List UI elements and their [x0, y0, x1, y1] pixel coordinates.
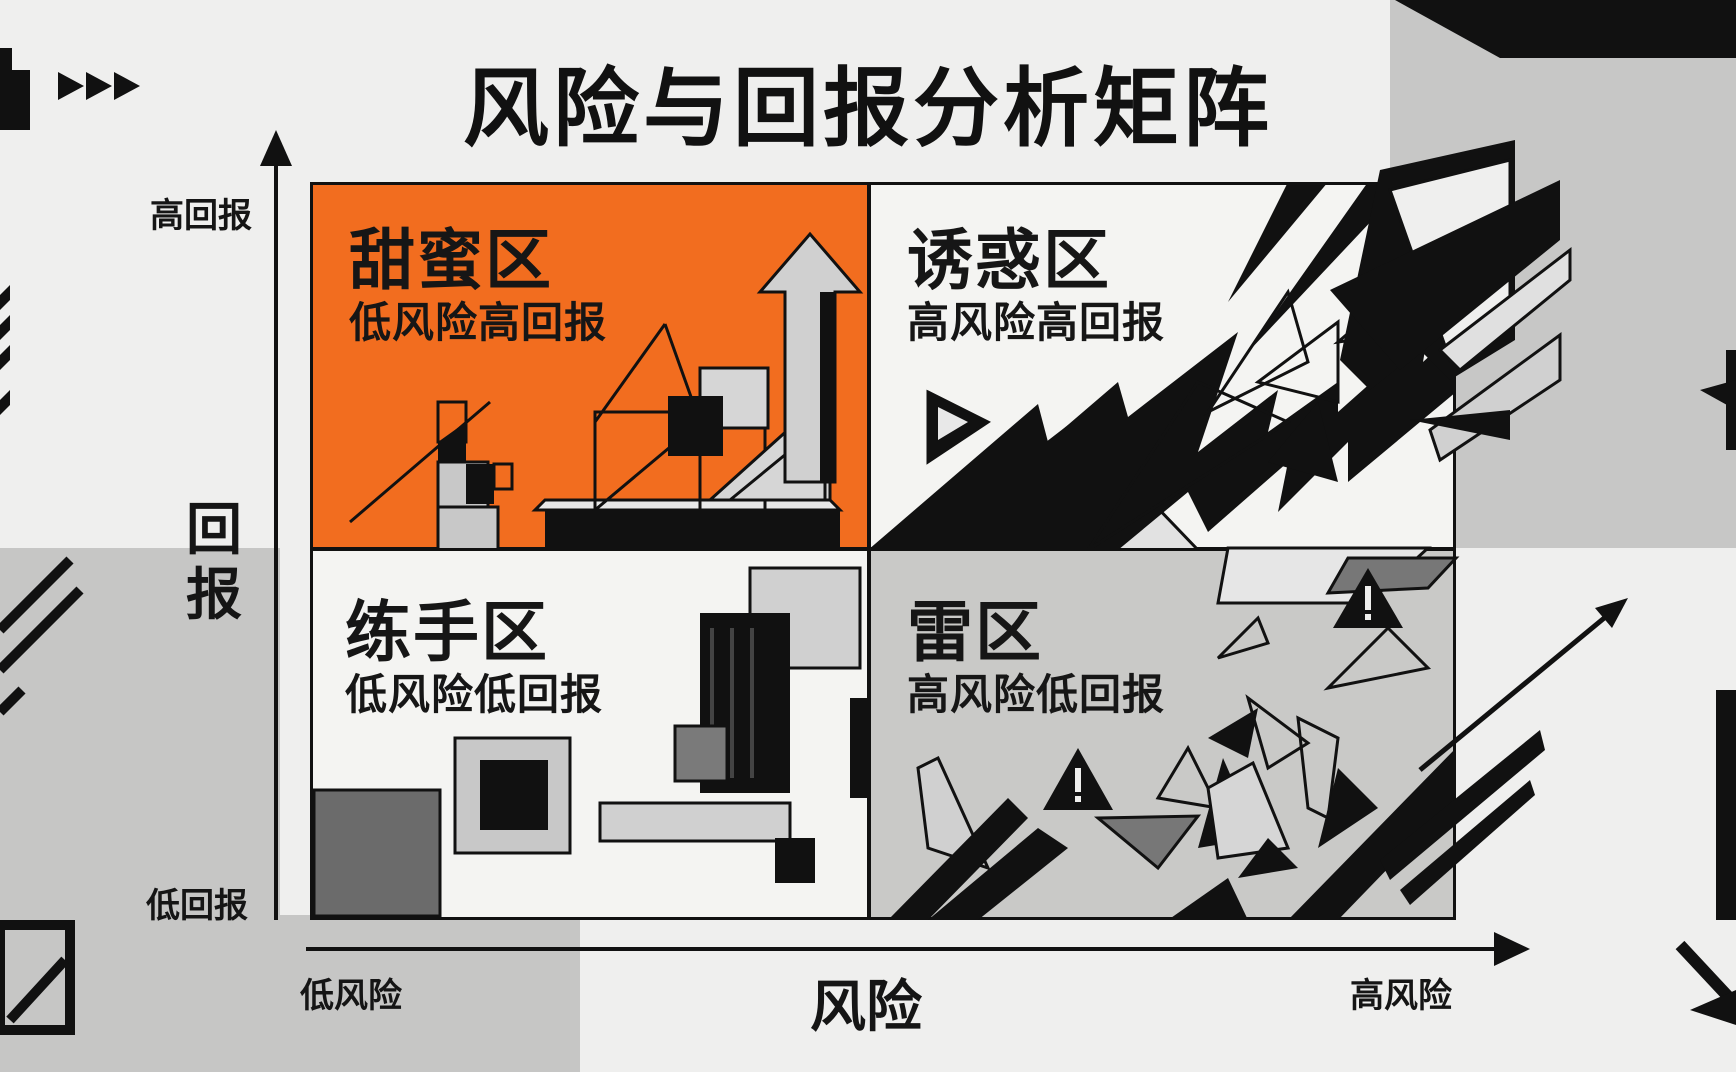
- warning-icon: [1043, 748, 1113, 810]
- practice-zone-subtitle: 低风险低回报: [345, 670, 604, 719]
- y-axis-top-label: 高回报: [150, 196, 252, 236]
- arrow-up-icon: [260, 130, 292, 166]
- minefield-zone-illustration: [888, 546, 1460, 920]
- arrow-up-icon: [1595, 598, 1628, 628]
- temptation-zone-title: 诱惑区: [907, 222, 1111, 299]
- quadrant-sweet-zone: 甜蜜区 低风险高回报: [310, 182, 870, 552]
- warning-icon: [1333, 568, 1403, 628]
- page-title: 风险与回报分析矩阵: [463, 59, 1273, 159]
- y-axis-title-1: 回: [186, 498, 242, 563]
- temptation-zone-illustration: [868, 182, 1456, 552]
- quadrant-practice-zone: 练手区 低风险低回报: [310, 548, 870, 920]
- sweet-zone-illustration: [349, 231, 864, 552]
- minefield-zone-title: 雷区: [907, 594, 1043, 671]
- x-axis-right-label: 高风险: [1350, 976, 1452, 1016]
- quadrant-temptation-zone: 诱惑区 高风险高回报: [868, 182, 1456, 552]
- sweet-zone-title: 甜蜜区: [349, 222, 553, 299]
- sweet-zone-subtitle: 低风险高回报: [349, 298, 608, 347]
- y-axis-bottom-label: 低回报: [146, 886, 248, 926]
- x-axis-left-label: 低风险: [300, 976, 402, 1016]
- practice-zone-illustration: [312, 566, 868, 918]
- quadrant-minefield-zone: 雷区 高风险低回报: [868, 546, 1460, 920]
- y-axis-title-2: 报: [186, 563, 242, 628]
- minefield-zone-subtitle: 高风险低回报: [907, 670, 1166, 719]
- temptation-zone-subtitle: 高风险高回报: [907, 298, 1166, 347]
- triple-chevron-icon: [58, 72, 140, 100]
- temptation-overflow-arrows: [1330, 140, 1572, 463]
- minefield-overflow-arrows: [1380, 598, 1628, 905]
- arrow-right-icon: [1494, 932, 1530, 966]
- practice-zone-title: 练手区: [345, 594, 549, 671]
- y-axis-arrow: [260, 130, 292, 920]
- x-axis-title: 风险: [810, 975, 922, 1040]
- background-panel-bottom: [280, 915, 580, 1072]
- x-axis-arrow: [306, 932, 1530, 966]
